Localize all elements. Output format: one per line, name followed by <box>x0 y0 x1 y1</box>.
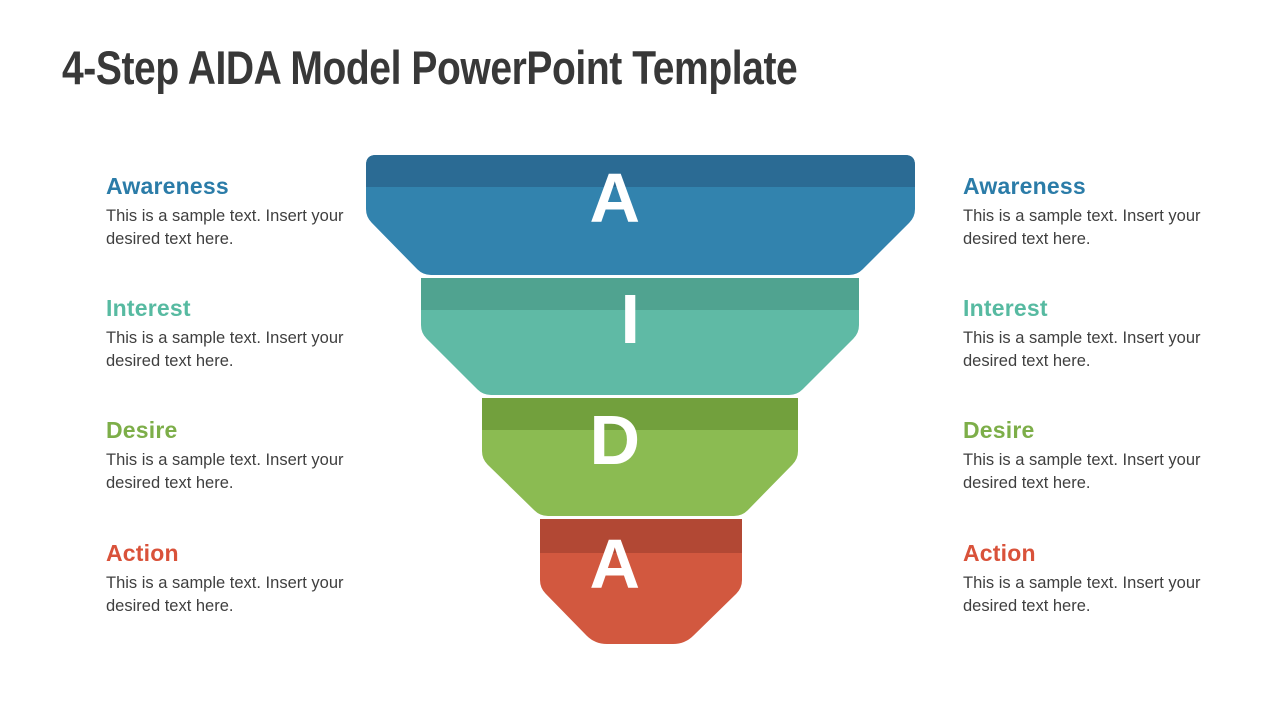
step-heading: Interest <box>963 295 1048 321</box>
step-description: This is a sample text. Insert your desir… <box>106 206 344 248</box>
funnel-segment-band-desire <box>482 398 798 430</box>
step-description: This is a sample text. Insert your desir… <box>106 450 344 492</box>
step-description: This is a sample text. Insert your desir… <box>963 450 1201 492</box>
step-block-interest-right: Interest This is a sample text. Insert y… <box>963 294 1218 373</box>
step-block-desire-right: Desire This is a sample text. Insert you… <box>963 416 1218 495</box>
step-block-awareness-right: Awareness This is a sample text. Insert … <box>963 172 1218 251</box>
step-block-interest-left: Interest This is a sample text. Insert y… <box>106 294 361 373</box>
step-description: This is a sample text. Insert your desir… <box>106 328 344 370</box>
step-description: This is a sample text. Insert your desir… <box>963 328 1201 370</box>
step-heading: Awareness <box>963 173 1086 199</box>
step-description: This is a sample text. Insert your desir… <box>106 573 344 615</box>
funnel-segment-band-awareness <box>366 155 915 187</box>
step-heading: Interest <box>106 295 191 321</box>
step-description: This is a sample text. Insert your desir… <box>963 573 1201 615</box>
step-block-action-right: Action This is a sample text. Insert you… <box>963 539 1218 618</box>
step-description: This is a sample text. Insert your desir… <box>963 206 1201 248</box>
step-block-action-left: Action This is a sample text. Insert you… <box>106 539 361 618</box>
page-title: 4-Step AIDA Model PowerPoint Template <box>62 41 798 94</box>
step-heading: Action <box>963 540 1036 566</box>
funnel-segment-band-interest <box>421 278 859 310</box>
funnel-segment-band-action <box>540 519 742 553</box>
step-heading: Action <box>106 540 179 566</box>
step-heading: Desire <box>106 417 178 443</box>
step-block-awareness-left: Awareness This is a sample text. Insert … <box>106 172 361 251</box>
step-heading: Awareness <box>106 173 229 199</box>
step-heading: Desire <box>963 417 1035 443</box>
step-block-desire-left: Desire This is a sample text. Insert you… <box>106 416 361 495</box>
